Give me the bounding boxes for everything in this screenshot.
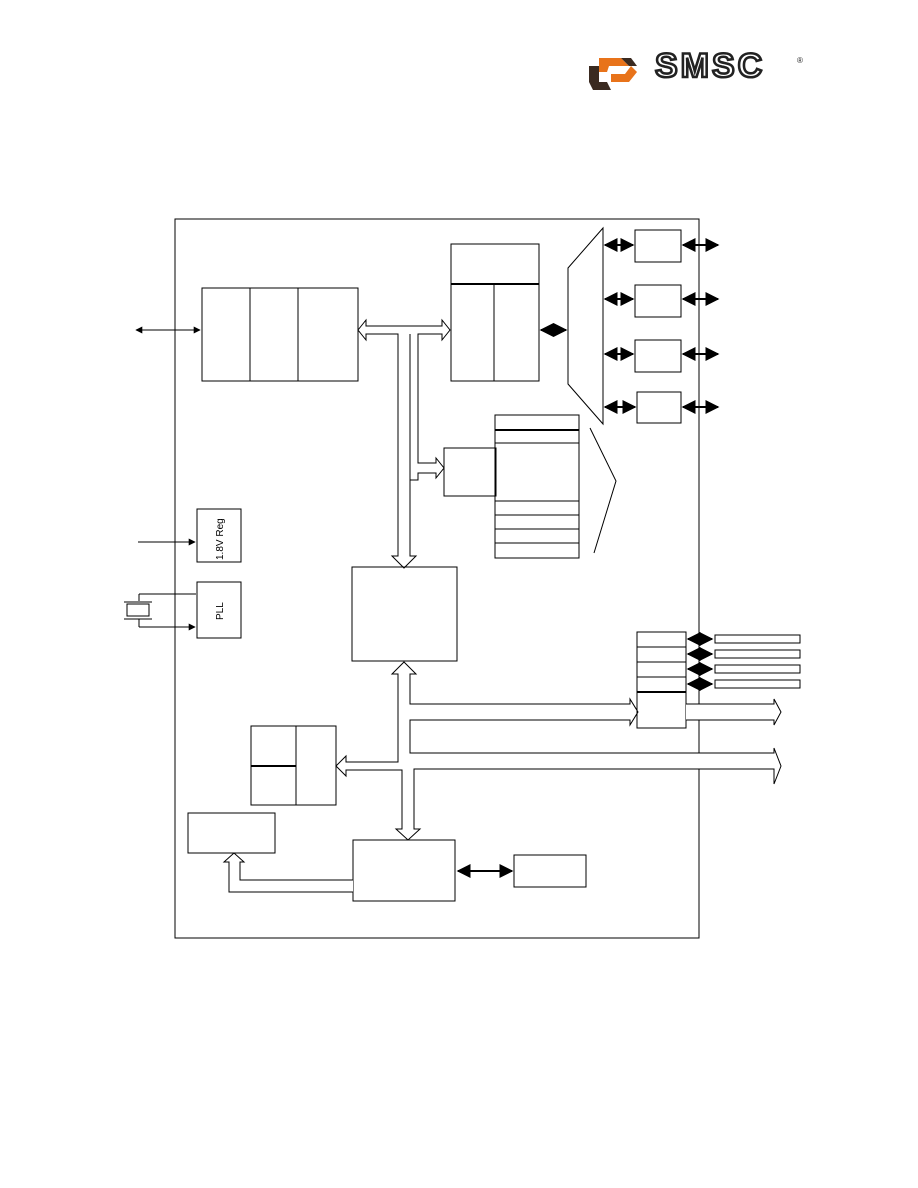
gpio-arrows: [686, 632, 714, 691]
gpio-pins: [714, 634, 801, 689]
regulator-block: [196, 508, 242, 563]
regulator-label: 1.8V Reg: [215, 518, 226, 560]
port-block-2: [634, 284, 682, 318]
crystal-icon: [124, 593, 196, 631]
port-arrows: [603, 238, 720, 414]
register-bracket: [589, 427, 617, 554]
processor-core-block: [351, 566, 458, 662]
smsc-chevron-icon: [589, 58, 637, 90]
smsc-logo: SMSC ®: [585, 46, 810, 92]
port-block-3: [634, 339, 682, 373]
central-controller-block: [450, 243, 540, 382]
chip-boundary: [174, 218, 700, 939]
aux-bus-arrow: [222, 852, 353, 893]
registered-mark: ®: [797, 56, 803, 65]
aux-block: [187, 812, 276, 854]
register-block: [443, 414, 580, 559]
port-mux: [567, 226, 604, 426]
gpio-output-arrow: [686, 698, 782, 726]
pll-block: [196, 581, 242, 639]
smsc-wordmark: SMSC: [654, 46, 766, 87]
memory-controller-block: [250, 725, 337, 806]
external-device-block: [513, 854, 587, 888]
port-block-4: [636, 391, 682, 424]
pll-label: PLL: [215, 602, 226, 620]
port-blocks: [634, 229, 682, 424]
host-interface-block: [201, 287, 359, 382]
port-block-1: [634, 229, 682, 263]
lower-bus-arrow: [335, 661, 782, 841]
main-bus-arrow: [357, 318, 451, 569]
io-controller-block: [352, 839, 456, 902]
gpio-block: [636, 631, 687, 729]
